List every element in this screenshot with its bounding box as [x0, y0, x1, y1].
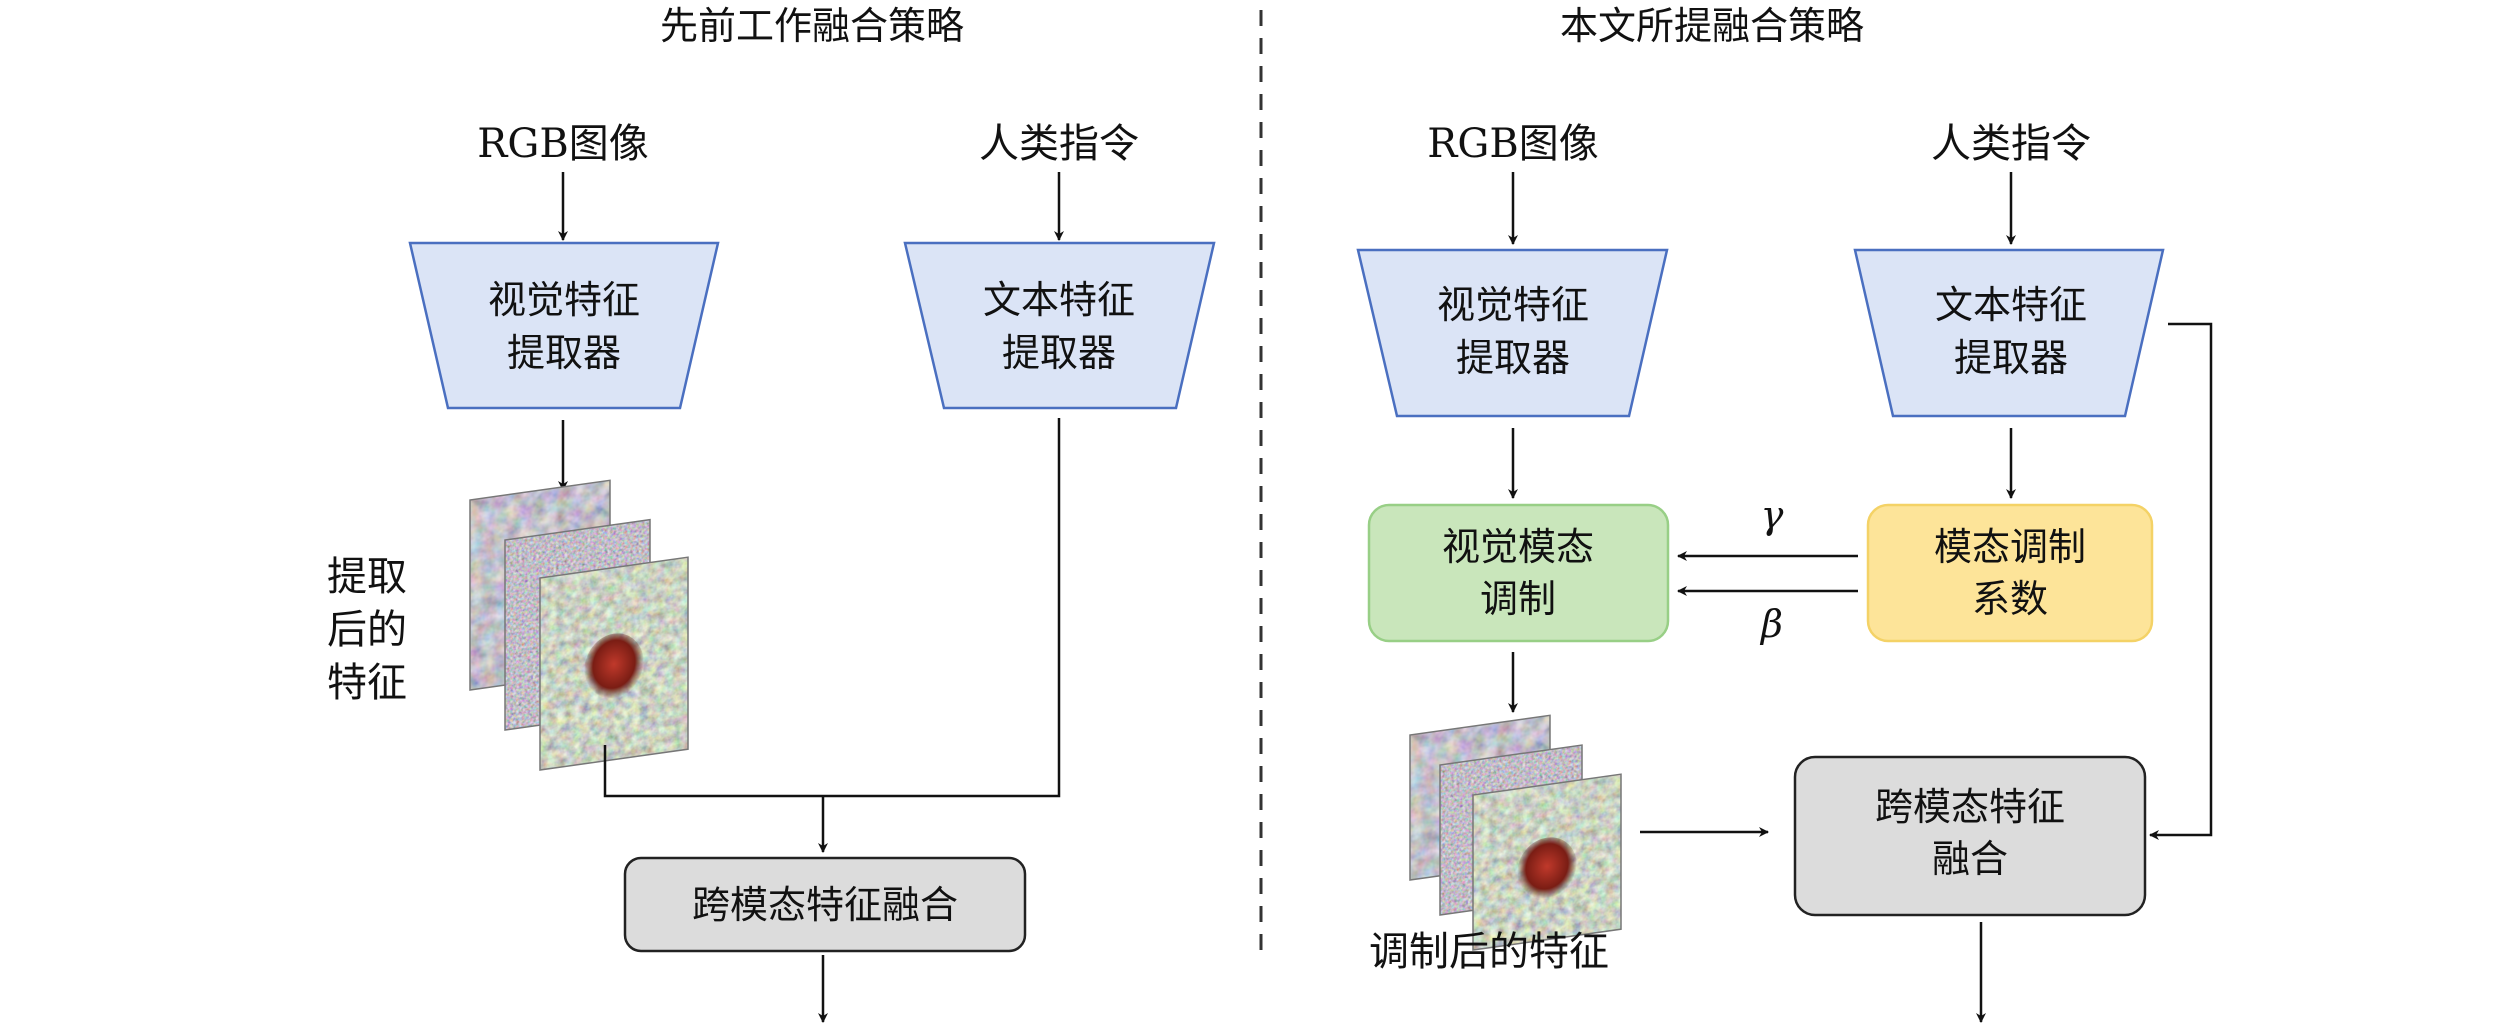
left-text-extractor-line2: 提取器 [1002, 331, 1116, 375]
right-modulated-feature-maps [1409, 714, 1622, 951]
text-extractor-to-fusion-line [2149, 322, 2213, 840]
right-text-extractor-line1: 文本特征 [1935, 283, 2087, 327]
right-panel-title: 本文所提融合策略 [1560, 4, 1864, 48]
left-extracted-feature-maps [469, 479, 689, 771]
modality-modulation-coefficients-box: 模态调制 系数 [1866, 503, 2154, 643]
right-rgb-input-label: RGB图像 [1427, 121, 1598, 167]
right-text-extractor-line2: 提取器 [1954, 336, 2068, 380]
beta-symbol: β [1759, 602, 1783, 646]
right-cross-modal-fusion-box: 跨模态特征 融合 [1793, 755, 2147, 917]
left-fusion-label: 跨模态特征融合 [692, 883, 958, 927]
left-text-feature-extractor: 文本特征 提取器 [903, 241, 1216, 410]
coefficients-line1: 模态调制 [1934, 525, 2086, 569]
left-human-instruction-label: 人类指令 [979, 121, 1139, 167]
right-visual-extractor-line2: 提取器 [1456, 336, 1570, 380]
left-features-label-line3: 特征 [327, 660, 407, 706]
right-fusion-line1: 跨模态特征 [1875, 785, 2065, 829]
left-visual-feature-extractor: 视觉特征 提取器 [408, 241, 720, 410]
left-features-label-line1: 提取 [327, 554, 407, 600]
gamma-symbol: γ [1761, 493, 1784, 537]
modulation-line2: 调制 [1480, 577, 1556, 621]
right-human-instruction-label: 人类指令 [1931, 121, 2091, 167]
right-features-label: 调制后的特征 [1369, 929, 1609, 975]
right-visual-extractor-line1: 视觉特征 [1437, 283, 1589, 327]
visual-modality-modulation-box: 视觉模态 调制 [1367, 503, 1670, 643]
left-rgb-input-label: RGB图像 [477, 121, 648, 167]
left-features-label-line2: 后的 [327, 607, 407, 653]
right-fusion-line2: 融合 [1932, 837, 2008, 881]
left-visual-extractor-line2: 提取器 [507, 331, 621, 375]
right-visual-feature-extractor: 视觉特征 提取器 [1356, 248, 1669, 418]
left-panel-title: 先前工作融合策略 [660, 4, 964, 48]
left-features-to-fusion-line [603, 418, 1061, 798]
left-text-extractor-line1: 文本特征 [983, 278, 1135, 322]
left-cross-modal-fusion-box: 跨模态特征融合 [623, 856, 1027, 953]
left-visual-extractor-line1: 视觉特征 [488, 278, 640, 322]
modulation-line1: 视觉模态 [1442, 525, 1594, 569]
right-text-feature-extractor: 文本特征 提取器 [1853, 248, 2165, 418]
coefficients-line2: 系数 [1972, 577, 2048, 621]
